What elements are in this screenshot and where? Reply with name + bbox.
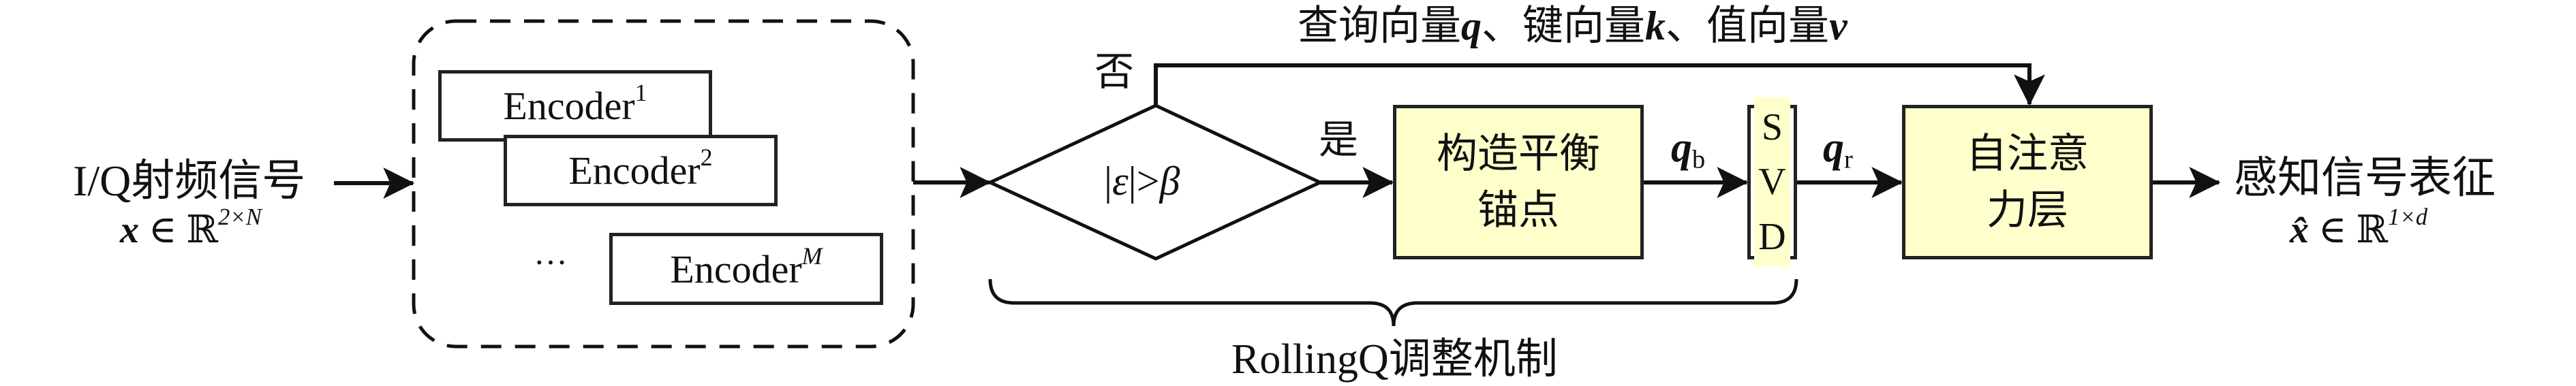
output-math-var: x̂ bbox=[2290, 209, 2309, 251]
anchor-construction-label: 构造平衡 锚点 bbox=[1437, 129, 1600, 234]
decision-condition: |ε|>β bbox=[1104, 159, 1180, 204]
input-math: x ∈ ℝ2×N bbox=[120, 205, 262, 252]
qr-label: qr bbox=[1823, 125, 1853, 174]
output-math: x̂ ∈ ℝ1×d bbox=[2290, 205, 2427, 252]
encoder-box-2: Encoder2 bbox=[504, 135, 778, 206]
decision-no-label: 否 bbox=[1094, 48, 1135, 95]
output-math-set: ℝ bbox=[2356, 208, 2388, 252]
encoder-box-1: Encoder1 bbox=[438, 70, 712, 142]
encoder-1-label: Encoder1 bbox=[503, 79, 647, 128]
anchor-construction-box: 构造平衡 锚点 bbox=[1393, 105, 1644, 259]
rollingq-label: RollingQ调整机制 bbox=[1231, 334, 1558, 383]
bypass-label: 查询向量q、键向量k、值向量v bbox=[1298, 2, 1847, 50]
input-label: I/Q射频信号 bbox=[73, 159, 305, 203]
output-label: 感知信号表征 bbox=[2234, 153, 2496, 204]
input-label-text: I/Q射频信号 bbox=[73, 157, 306, 205]
input-math-sup: 2×N bbox=[218, 203, 262, 230]
input-math-var: x bbox=[120, 209, 139, 251]
self-attention-box: 自注意 力层 bbox=[1902, 105, 2153, 259]
output-math-in: ∈ bbox=[2318, 209, 2347, 251]
qb-label: qb bbox=[1671, 125, 1706, 174]
svd-box: S V D bbox=[1747, 97, 1797, 267]
bypass-path bbox=[1154, 63, 2045, 106]
self-attention-label: 自注意 力层 bbox=[1966, 129, 2089, 234]
encoder-group-frame bbox=[412, 19, 915, 349]
svd-label: S V D bbox=[1754, 97, 1790, 267]
encoder-2-label: Encoder2 bbox=[568, 144, 713, 193]
rollingq-brace bbox=[988, 278, 1798, 327]
input-math-in: ∈ bbox=[149, 209, 177, 251]
decision-yes-label: 是 bbox=[1319, 116, 1359, 163]
encoder-m-label: EncoderM bbox=[670, 242, 823, 291]
encoder-box-m: EncoderM bbox=[609, 233, 883, 305]
input-math-set: ℝ bbox=[186, 208, 218, 252]
encoder-ellipsis: ··· bbox=[534, 243, 568, 281]
output-math-sup: 1×d bbox=[2388, 203, 2428, 230]
